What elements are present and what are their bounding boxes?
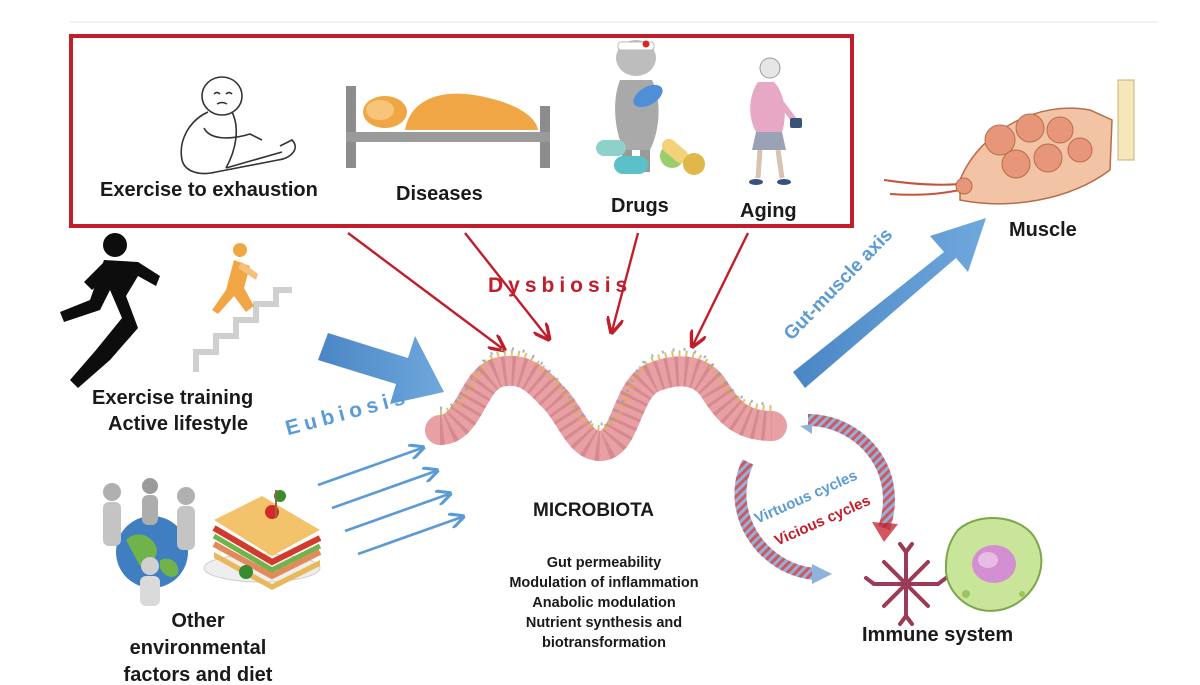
stressor-label-drugs: Drugs (611, 195, 669, 217)
macrophage-icon (944, 517, 1043, 612)
dendritic-cell-icon (864, 542, 948, 626)
exercise-arrow (318, 333, 444, 404)
environment-line3: factors and diet (123, 664, 273, 685)
cycle-arrows (734, 414, 898, 584)
exhausted-person-icon (180, 76, 296, 175)
sandwich-icon (203, 490, 322, 590)
pill-person-icon (596, 40, 705, 175)
microbiota-role: Modulation of inflammation (509, 575, 699, 591)
microbiota-role: biotransformation (541, 635, 667, 651)
dysbiosis-arrows (347, 232, 750, 349)
dysbiosis-label: Dysbiosis (488, 274, 633, 297)
microbiota-roles-list: Gut permeability Modulation of inflammat… (470, 553, 738, 653)
environment-line2: environmental (129, 637, 267, 659)
exercise-training-line1: Exercise training (92, 387, 254, 409)
stressor-label-exercise-exhaustion: Exercise to exhaustion (100, 179, 318, 201)
eubiosis-arrows (317, 448, 462, 556)
immune-system-label: Immune system (862, 624, 1014, 646)
microbiota-role: Gut permeability (546, 555, 662, 571)
runner-silhouette-icon (60, 233, 160, 388)
gut-muscle-axis-arrow (793, 218, 986, 388)
hospital-bed-icon (346, 86, 550, 168)
muscle-label: Muscle (1009, 219, 1077, 241)
stressor-frame (69, 34, 854, 228)
exercise-training-line2: Active lifestyle (108, 413, 249, 435)
elderly-woman-icon (749, 57, 802, 185)
microbiota-role: Anabolic modulation (532, 595, 676, 611)
gut-villi-icon (425, 347, 787, 462)
muscle-fiber-icon (883, 79, 1135, 205)
stair-climber-icon (193, 243, 292, 372)
microbiota-title: MICROBIOTA (533, 500, 655, 521)
environment-line1: Other (171, 610, 225, 632)
stressor-label-diseases: Diseases (396, 183, 483, 205)
exercise-training-label: Exercise training Active lifestyle (92, 385, 253, 437)
microbiota-role: Nutrient synthesis and (525, 615, 683, 631)
stressor-label-aging: Aging (740, 200, 797, 222)
environment-label: Other environmental factors and diet (100, 608, 296, 685)
globe-people-icon (103, 478, 195, 606)
